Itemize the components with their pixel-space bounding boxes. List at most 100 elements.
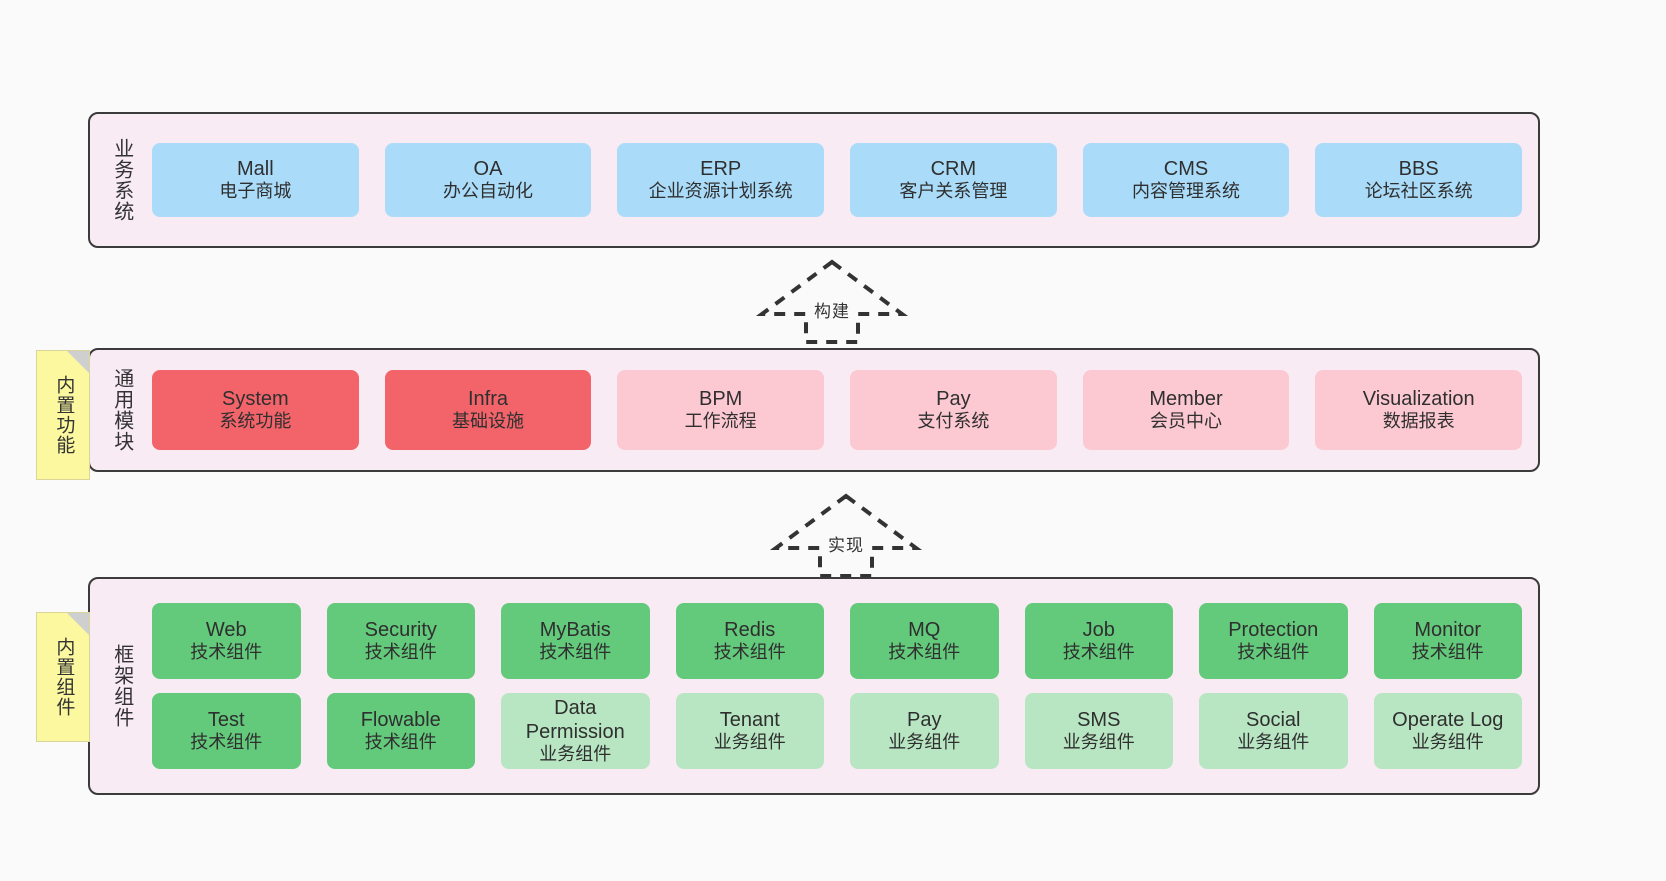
arrow-implement: 实现 [769, 492, 923, 578]
card-mybatis-title: MyBatis [539, 618, 611, 641]
card-test-subtitle: 技术组件 [190, 732, 263, 753]
card-job-subtitle: 技术组件 [1062, 642, 1135, 663]
card-infra-subtitle: 基础设施 [452, 411, 524, 432]
card-sms-title: SMS [1077, 708, 1121, 731]
card-pay-component[interactable]: Pay 业务组件 [850, 693, 999, 769]
card-crm-title: CRM [930, 157, 977, 180]
arrow-build-label: 构建 [814, 302, 850, 321]
layer-business-systems-label: 业务系统 [110, 138, 133, 222]
sticky-note-builtin-functions: 内置功能 [36, 350, 90, 480]
card-flowable[interactable]: Flowable 技术组件 [326, 693, 475, 769]
arrow-build: 构建 [755, 258, 909, 344]
card-member[interactable]: Member 会员中心 [1082, 370, 1290, 450]
card-oa[interactable]: OA 办公自动化 [384, 143, 592, 217]
layer-framework-components-body: Web 技术组件 Security 技术组件 MyBatis 技术组件 Redi… [146, 579, 1538, 793]
card-tenant-subtitle: 业务组件 [713, 732, 786, 753]
card-data-permission-title: Data Permission [525, 696, 625, 744]
layer-common-modules: 通用模块 System 系统功能 Infra 基础设施 BPM 工作流程 Pay… [88, 348, 1540, 472]
card-erp-title: ERP [700, 157, 742, 180]
card-redis[interactable]: Redis 技术组件 [675, 603, 824, 679]
card-pay-module-title: Pay [936, 387, 971, 410]
card-flowable-title: Flowable [360, 708, 441, 731]
card-operate-log-title: Operate Log [1392, 708, 1504, 731]
card-security-title: Security [364, 618, 437, 641]
card-social-title: Social [1246, 708, 1301, 731]
card-protection[interactable]: Protection 技术组件 [1199, 603, 1348, 679]
card-visualization-subtitle: 数据报表 [1382, 411, 1455, 432]
card-system-subtitle: 系统功能 [219, 411, 292, 432]
card-visualization-title: Visualization [1362, 387, 1475, 410]
card-infra[interactable]: Infra 基础设施 [384, 370, 592, 450]
card-flowable-subtitle: 技术组件 [364, 732, 437, 753]
card-member-title: Member [1149, 387, 1223, 410]
layer-framework-components: 框架组件 Web 技术组件 Security 技术组件 MyBatis 技术组件… [88, 577, 1540, 795]
card-cms-subtitle: 内容管理系统 [1132, 181, 1241, 202]
card-monitor[interactable]: Monitor 技术组件 [1373, 603, 1522, 679]
card-infra-title: Infra [467, 387, 509, 410]
layer-common-modules-label: 通用模块 [110, 368, 133, 452]
sticky-note-builtin-components: 内置组件 [36, 612, 90, 742]
card-pay-module-subtitle: 支付系统 [917, 411, 990, 432]
card-web-title: Web [205, 618, 247, 641]
card-redis-subtitle: 技术组件 [713, 642, 786, 663]
card-data-permission-subtitle: 业务组件 [539, 744, 612, 765]
card-tenant[interactable]: Tenant 业务组件 [675, 693, 824, 769]
card-tenant-title: Tenant [719, 708, 780, 731]
card-bpm[interactable]: BPM 工作流程 [617, 370, 825, 450]
card-sms-subtitle: 业务组件 [1062, 732, 1135, 753]
arrow-implement-label: 实现 [828, 536, 864, 555]
card-sms[interactable]: SMS 业务组件 [1024, 693, 1173, 769]
card-bbs-title: BBS [1398, 157, 1439, 180]
card-oa-subtitle: 办公自动化 [443, 181, 533, 202]
card-cms-title: CMS [1163, 157, 1209, 180]
card-test-title: Test [207, 708, 245, 731]
layer-business-systems: 业务系统 Mall 电子商城 OA 办公自动化 ERP 企业资源计划系统 CRM… [88, 112, 1540, 248]
card-web-subtitle: 技术组件 [190, 642, 263, 663]
card-mybatis[interactable]: MyBatis 技术组件 [501, 603, 650, 679]
card-job-title: Job [1082, 618, 1115, 641]
card-social[interactable]: Social 业务组件 [1199, 693, 1348, 769]
card-social-subtitle: 业务组件 [1237, 732, 1310, 753]
card-pay-component-subtitle: 业务组件 [888, 732, 961, 753]
card-web[interactable]: Web 技术组件 [152, 603, 301, 679]
card-data-permission[interactable]: Data Permission 业务组件 [501, 693, 650, 769]
card-erp[interactable]: ERP 企业资源计划系统 [617, 143, 825, 217]
card-system[interactable]: System 系统功能 [152, 370, 359, 450]
arrow-implement-glyph [769, 493, 923, 578]
layer-business-systems-body: Mall 电子商城 OA 办公自动化 ERP 企业资源计划系统 CRM 客户关系… [146, 114, 1538, 246]
card-operate-log[interactable]: Operate Log 业务组件 [1373, 693, 1522, 769]
card-pay-component-title: Pay [907, 708, 942, 731]
common-modules-row: System 系统功能 Infra 基础设施 BPM 工作流程 Pay 支付系统… [152, 370, 1523, 450]
framework-tech-row: Web 技术组件 Security 技术组件 MyBatis 技术组件 Redi… [152, 603, 1522, 679]
card-redis-title: Redis [724, 618, 776, 641]
card-system-title: System [221, 387, 289, 410]
card-crm-subtitle: 客户关系管理 [899, 181, 1008, 202]
card-protection-title: Protection [1228, 618, 1319, 641]
card-visualization[interactable]: Visualization 数据报表 [1315, 370, 1523, 450]
card-security[interactable]: Security 技术组件 [326, 603, 475, 679]
card-cms[interactable]: CMS 内容管理系统 [1082, 143, 1290, 217]
framework-business-row: Test 技术组件 Flowable 技术组件 Data Permission … [152, 693, 1522, 769]
card-operate-log-subtitle: 业务组件 [1411, 732, 1484, 753]
card-mq[interactable]: MQ 技术组件 [850, 603, 999, 679]
card-mall-subtitle: 电子商城 [219, 181, 292, 202]
card-oa-title: OA [473, 157, 503, 180]
card-monitor-title: Monitor [1414, 618, 1482, 641]
card-mall[interactable]: Mall 电子商城 [152, 143, 359, 217]
card-test[interactable]: Test 技术组件 [152, 693, 301, 769]
card-protection-subtitle: 技术组件 [1237, 642, 1310, 663]
card-mybatis-subtitle: 技术组件 [539, 642, 612, 663]
card-crm[interactable]: CRM 客户关系管理 [850, 143, 1057, 217]
card-monitor-subtitle: 技术组件 [1411, 642, 1484, 663]
card-mq-title: MQ [908, 618, 941, 641]
card-erp-subtitle: 企业资源计划系统 [648, 181, 793, 202]
card-bpm-subtitle: 工作流程 [684, 411, 757, 432]
layer-framework-components-label: 框架组件 [110, 644, 133, 728]
layer-common-modules-body: System 系统功能 Infra 基础设施 BPM 工作流程 Pay 支付系统… [146, 350, 1538, 470]
card-bbs-subtitle: 论坛社区系统 [1364, 181, 1473, 202]
card-bbs[interactable]: BBS 论坛社区系统 [1315, 143, 1523, 217]
card-pay-module[interactable]: Pay 支付系统 [850, 370, 1057, 450]
card-job[interactable]: Job 技术组件 [1024, 603, 1173, 679]
card-bpm-title: BPM [699, 387, 743, 410]
